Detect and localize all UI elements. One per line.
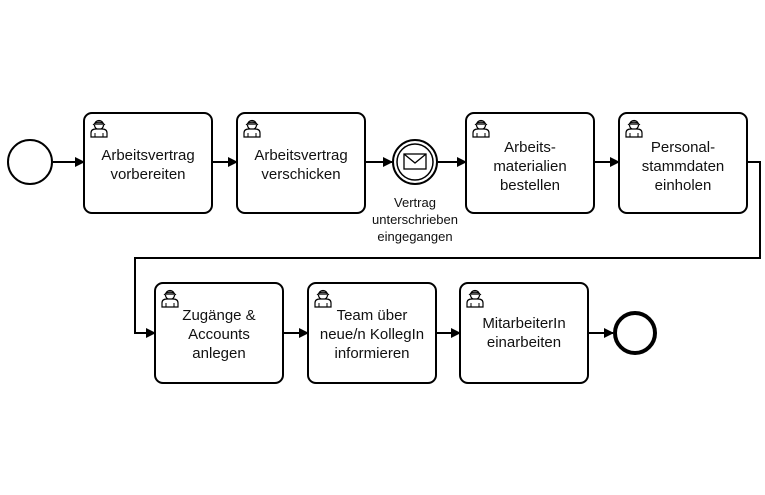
flow-t4-t5 bbox=[134, 161, 761, 338]
task-arbeitsvertrag-vorbereiten: Arbeitsvertrag vorbereiten bbox=[83, 112, 213, 214]
sequence-flows bbox=[53, 157, 761, 338]
task-label-line: Personal- bbox=[651, 139, 715, 156]
task-personalstammdaten-einholen: Personal- stammdaten einholen bbox=[618, 112, 748, 214]
task-label-line: bestellen bbox=[500, 177, 560, 194]
task-label-line: Accounts bbox=[188, 326, 250, 343]
intermediate-message-event: Vertrag unterschrieben eingegangen bbox=[372, 139, 458, 244]
task-label-line: materialien bbox=[493, 158, 566, 175]
task-mitarbeiterin-einarbeiten: MitarbeiterIn einarbeiten bbox=[459, 282, 589, 384]
task-label-line: Arbeits- bbox=[504, 139, 556, 156]
task-label-line: verschicken bbox=[261, 166, 340, 183]
start-event bbox=[7, 139, 53, 185]
task-label-line: stammdaten bbox=[642, 158, 725, 175]
task-arbeitsvertrag-verschicken: Arbeitsvertrag verschicken bbox=[236, 112, 366, 214]
task-label-line: informieren bbox=[334, 345, 409, 362]
end-event bbox=[613, 311, 657, 355]
task-label-line: Arbeitsvertrag bbox=[254, 147, 347, 164]
task-team-informieren: Team über neue/n KollegIn informieren bbox=[307, 282, 437, 384]
event-label-line: eingegangen bbox=[377, 229, 452, 244]
task-label-line: vorbereiten bbox=[110, 166, 185, 183]
event-label-line: Vertrag bbox=[394, 195, 436, 210]
task-label-line: Zugänge & bbox=[182, 307, 255, 324]
event-label-line: unterschrieben bbox=[372, 212, 458, 227]
task-zugaenge-accounts-anlegen: Zugänge & Accounts anlegen bbox=[154, 282, 284, 384]
task-label-line: neue/n KollegIn bbox=[320, 326, 424, 343]
task-label-line: Arbeitsvertrag bbox=[101, 147, 194, 164]
task-label-line: Team über bbox=[337, 307, 408, 324]
task-arbeitsmaterialien-bestellen: Arbeits- materialien bestellen bbox=[465, 112, 595, 214]
envelope-icon bbox=[403, 153, 427, 170]
task-label-line: MitarbeiterIn bbox=[482, 315, 565, 332]
task-label-line: anlegen bbox=[192, 345, 245, 362]
task-label-line: einarbeiten bbox=[487, 334, 561, 351]
task-label-line: einholen bbox=[655, 177, 712, 194]
